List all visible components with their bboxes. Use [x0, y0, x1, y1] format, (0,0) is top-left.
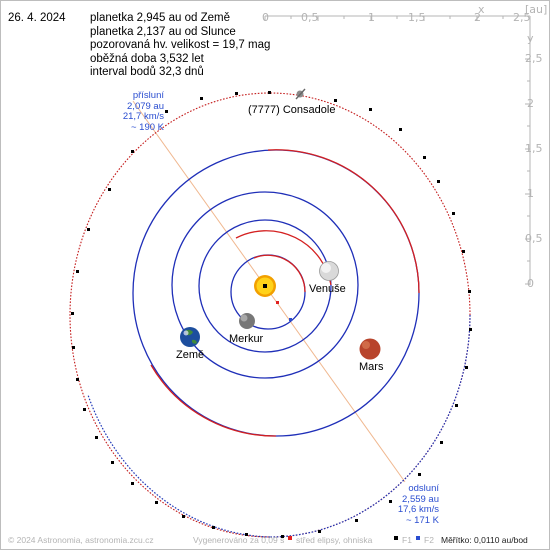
earth-icon [180, 327, 200, 347]
y-tick-label: 0 [527, 277, 534, 290]
x-tick-label: 2,5 [513, 11, 531, 24]
asteroid-orbit-south-arc-2 [87, 394, 271, 538]
earth-orbit [171, 191, 359, 379]
asteroid-orbit-south-arc [269, 314, 471, 538]
f1-legend-marker [394, 536, 398, 540]
scale-axes [264, 15, 531, 285]
mars-orbit-north-arc [267, 149, 420, 294]
aphelion-title: odsluní [408, 483, 439, 494]
center-legend: střed elipsy, ohniska [296, 535, 373, 545]
point-interval: interval bodů 32,3 dnů [90, 66, 204, 78]
y-tick-label: 2,5 [525, 52, 543, 65]
scale-info: Měřítko: 0,0110 au/bod [441, 535, 528, 545]
earth-distance: planetka 2,945 au od Země [90, 12, 231, 24]
aphelion-label: odsluní 2,559 au 17,6 km/s ~ 171 K [397, 483, 439, 526]
date-label: 26. 4. 2024 [8, 12, 66, 24]
venus-icon [319, 261, 339, 281]
mercury-label: Merkur [229, 333, 264, 345]
generated-time: Vygenerováno za 0,09 s [193, 535, 285, 545]
x-scale-ticks [264, 16, 531, 21]
asteroid-icon [295, 88, 306, 100]
mars-label: Mars [359, 361, 384, 373]
perihelion-temperature: ~ 190 K [130, 121, 164, 133]
ellipse-center-marker [276, 301, 279, 304]
venus-label: Venuše [309, 283, 346, 295]
orbital-period: oběžná doba 3,532 let [90, 52, 204, 65]
x-axis-label: x [478, 3, 485, 16]
venus-orbit [198, 219, 332, 353]
mercury-orbit-north-arc [253, 254, 306, 293]
y-tick-label: 0,5 [525, 232, 543, 245]
y-axis-label: y [527, 32, 534, 45]
aphelion-temperature: ~ 171 K [405, 514, 439, 526]
x-tick-label: 1 [368, 11, 375, 24]
perihelion-distance: 2,079 au [127, 100, 164, 112]
mars-icon [359, 338, 381, 360]
y-scale-ticks [525, 58, 530, 285]
f2-legend: F2 [424, 535, 434, 545]
y-tick-label: 2 [527, 97, 534, 110]
copyright: © 2024 Astronomia, astronomia.zcu.cz [8, 535, 154, 545]
perihelion-title: přísluní [132, 90, 164, 101]
perihelion-speed: 21,7 km/s [122, 111, 164, 122]
aphelion-distance: 2,559 au [402, 493, 439, 505]
y-tick-label: 1 [527, 187, 534, 200]
sun-icon [254, 275, 276, 297]
x-tick-label: 2 [474, 11, 481, 24]
mercury-icon [239, 313, 255, 329]
asteroid-info: planetka 2,945 au od Země planetka 2,137… [90, 12, 270, 80]
center-legend-marker [288, 536, 292, 540]
mars-orbit-north-arc-2 [150, 364, 277, 437]
earth-label: Země [176, 349, 205, 361]
asteroid-orbit-points [71, 91, 472, 538]
x-tick-label: 0,5 [301, 11, 319, 24]
asteroid-orbit [69, 92, 471, 538]
focus-f2-marker [289, 318, 292, 321]
y-tick-label: 1,5 [525, 142, 543, 155]
scale-unit-label: [au] [525, 3, 548, 16]
x-tick-label: 1,5 [408, 11, 426, 24]
perihelion-label: přísluní 2,079 au 21,7 km/s ~ 190 K [122, 90, 164, 133]
f1-legend: F1 [402, 535, 412, 545]
aphelion-speed: 17,6 km/s [397, 504, 439, 515]
magnitude: pozorovaná hv. velikost = 19,7 mag [90, 39, 271, 51]
x-tick-label: 0 [262, 11, 269, 24]
f2-legend-marker [416, 536, 420, 540]
sun-distance: planetka 2,137 au od Slunce [90, 25, 236, 38]
asteroid-name: (7777) Consadole [248, 104, 336, 116]
